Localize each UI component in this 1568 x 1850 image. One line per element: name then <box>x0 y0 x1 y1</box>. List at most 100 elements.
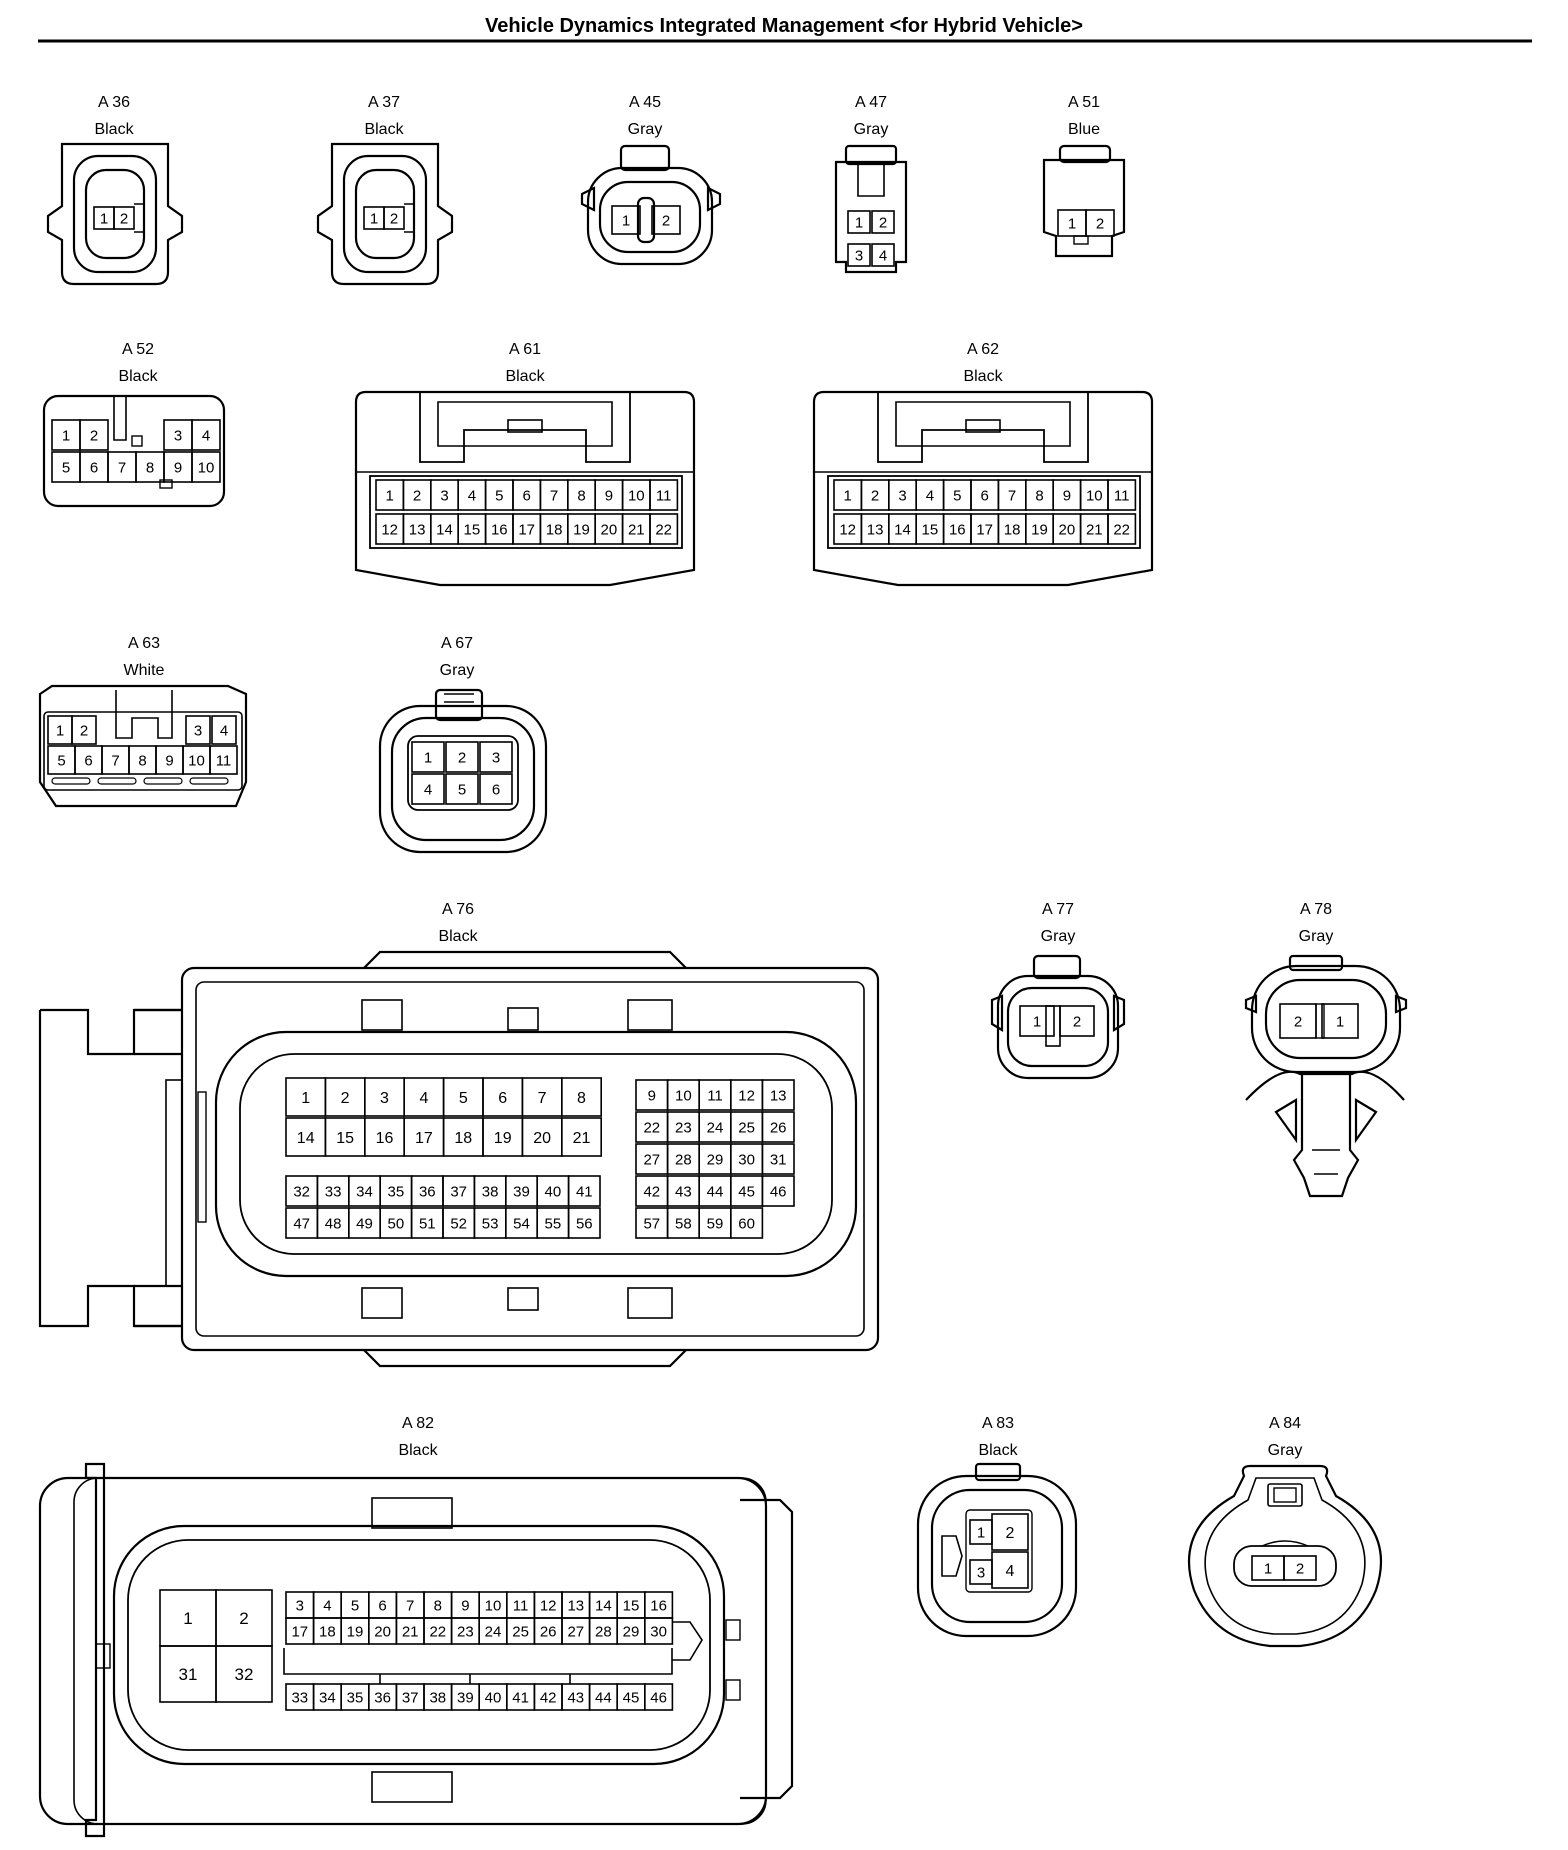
connector-id-label: A 51 <box>1068 94 1100 111</box>
connector-outline <box>990 994 1126 1032</box>
pin-number: 21 <box>402 1623 419 1640</box>
pin-number: 30 <box>738 1151 755 1168</box>
pin-cavity <box>649 479 679 511</box>
connector-outline <box>740 1498 794 1800</box>
pin-cavity <box>79 419 109 451</box>
connector-body <box>73 1477 767 1825</box>
pin-number: 7 <box>118 459 126 476</box>
pin-number: 9 <box>648 1087 656 1104</box>
connector-body <box>1073 235 1089 245</box>
pin-number: 18 <box>1004 521 1021 538</box>
pin-cavity <box>643 1617 674 1645</box>
pin-number: 3 <box>855 247 863 264</box>
connector-body <box>507 1287 539 1311</box>
connector-outline <box>1042 158 1126 258</box>
pin-number: 21 <box>573 1130 591 1147</box>
pin-number: 1 <box>301 1090 310 1107</box>
pin-number: 11 <box>1114 487 1130 504</box>
pin-number: 56 <box>576 1215 593 1232</box>
connector-color-label: Black <box>94 121 134 138</box>
pin-number: 4 <box>424 781 432 798</box>
connector-body <box>51 777 91 785</box>
connector-id-label: A 61 <box>509 341 541 358</box>
connector-id-label: A 47 <box>855 94 887 111</box>
connector-body <box>1288 954 1344 972</box>
pin-number: 2 <box>341 1090 350 1107</box>
pin-number: 22 <box>1113 521 1130 538</box>
connector-body <box>390 716 536 842</box>
pin-number: 4 <box>468 487 476 504</box>
pin-number: 33 <box>291 1689 308 1706</box>
connector-outline <box>113 396 127 441</box>
pin-number: 4 <box>926 487 934 504</box>
connector-body <box>725 1619 741 1641</box>
connector-outline <box>437 401 613 447</box>
pin-number: 59 <box>707 1215 724 1232</box>
pin-cavity <box>643 1683 674 1711</box>
connector-body <box>1032 954 1082 980</box>
pin-number: 14 <box>297 1130 315 1147</box>
pin-number: 38 <box>482 1183 499 1200</box>
connector-outline <box>834 160 908 274</box>
connector-color-label: Black <box>438 928 478 945</box>
pin-number: 40 <box>545 1183 562 1200</box>
connector-outline <box>877 392 1089 463</box>
pin-cavity <box>479 773 513 805</box>
pin-number: 1 <box>977 1524 985 1541</box>
pin-number: 42 <box>540 1689 557 1706</box>
pin-cavity <box>761 1143 795 1175</box>
connector-outline <box>1274 1098 1378 1144</box>
pin-number: 43 <box>675 1183 692 1200</box>
connector-outline <box>84 1462 106 1838</box>
pin-number: 3 <box>194 722 202 739</box>
pin-cavity <box>411 773 445 805</box>
connector-body <box>1315 1003 1325 1039</box>
pin-number: 10 <box>188 752 205 769</box>
pin-number: 11 <box>216 752 232 769</box>
pin-cavity <box>445 741 479 773</box>
pin-number: 1 <box>1336 1013 1344 1030</box>
pin-cavity <box>567 1175 601 1207</box>
pin-number: 2 <box>1296 1560 1304 1577</box>
connector-id-label: A 83 <box>982 1415 1014 1432</box>
pin-number: 2 <box>879 214 887 231</box>
pin-cavity <box>761 1111 795 1143</box>
pin-number: 11 <box>656 487 672 504</box>
connector-body <box>1233 1545 1337 1587</box>
connector-body <box>369 475 683 549</box>
pin-number: 1 <box>62 427 70 444</box>
pin-cavity <box>991 1551 1029 1589</box>
pin-number: 42 <box>643 1183 660 1200</box>
pin-number: 10 <box>485 1597 502 1614</box>
connector-id-label: A 52 <box>122 341 154 358</box>
pin-number: 14 <box>436 521 453 538</box>
pin-number: 6 <box>378 1597 386 1614</box>
pin-number: 3 <box>977 1564 985 1581</box>
pin-number: 13 <box>567 1597 584 1614</box>
pin-number: 8 <box>138 752 146 769</box>
pin-cavity <box>1107 479 1137 511</box>
pin-number: 17 <box>518 521 535 538</box>
connector-id-label: A 45 <box>629 94 661 111</box>
pin-number: 18 <box>319 1623 336 1640</box>
connector-outline <box>38 1008 182 1328</box>
pin-number: 20 <box>1059 521 1076 538</box>
connector-outline <box>1187 1464 1383 1648</box>
pin-cavity <box>761 1175 795 1207</box>
connector-body <box>159 479 173 489</box>
pin-number: 12 <box>839 521 856 538</box>
pin-number: 35 <box>388 1183 405 1200</box>
pin-number: 45 <box>738 1183 755 1200</box>
pin-cavity <box>209 745 238 775</box>
pin-number: 35 <box>347 1689 364 1706</box>
pin-number: 5 <box>458 781 466 798</box>
pin-number: 9 <box>174 459 182 476</box>
connector-id-label: A 67 <box>441 635 473 652</box>
connector-outline <box>283 1648 673 1684</box>
pin-number: 27 <box>643 1151 660 1168</box>
pin-number: 16 <box>949 521 966 538</box>
